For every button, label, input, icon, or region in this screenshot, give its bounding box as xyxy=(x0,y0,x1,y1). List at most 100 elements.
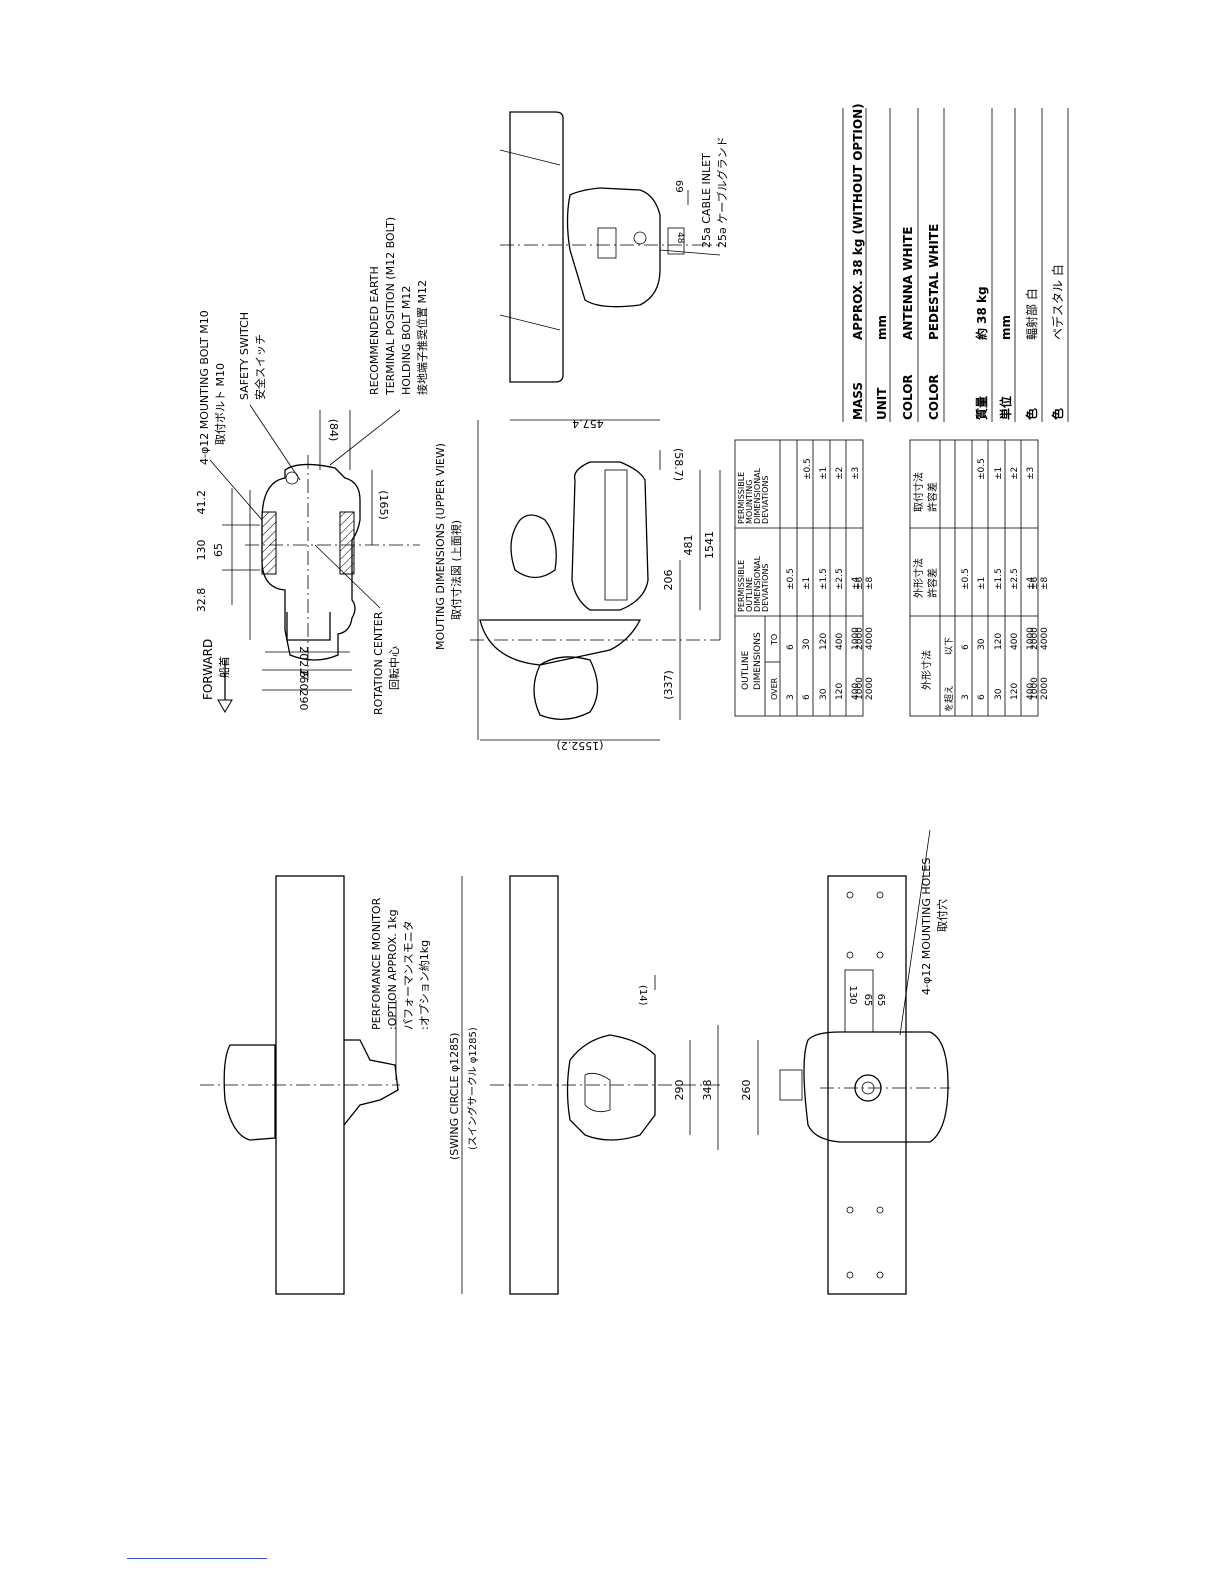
tolerance-table-jp: 外形寸法 を超え 以下 外形寸法 許容差 取付寸法 許容差 3 6 ±0.5 6… xyxy=(909,439,1050,717)
en-h-perm-mount-4: DEVIATIONS xyxy=(761,475,770,524)
en-row-over: 2000 xyxy=(865,677,875,700)
dim-1541: 1541 xyxy=(703,531,716,559)
spec-label: 質量 xyxy=(974,396,989,420)
en-row-outline: ±2.5 xyxy=(835,568,845,590)
mounting-dims-title-jp: 取付寸法図 (上面視) xyxy=(449,520,463,620)
mounting-holes-label-jp: 取付穴 xyxy=(935,899,949,932)
en-h-over: OVER xyxy=(770,677,779,700)
en-mount-3: ±2 xyxy=(835,467,845,480)
jp-h-perm-outline-1: 外形寸法 xyxy=(912,558,925,598)
dim-260b: 260 xyxy=(740,1080,753,1101)
en-row-over: 30 xyxy=(819,688,829,700)
swing-circle-label: (SWING CIRCLE φ1285) xyxy=(448,1033,461,1160)
rotation-center-label-jp: 回転中心 xyxy=(388,646,401,690)
dim-1552-2: (1552.2) xyxy=(556,739,603,752)
front-view: 69 48 25a CABLE INLET 25ə ケーブルグランド xyxy=(499,111,729,383)
mounting-dims-title: MOUTING DIMENSIONS (UPPER VIEW) xyxy=(434,443,447,650)
jp-row-over: 3 xyxy=(961,694,971,700)
en-row-to: 120 xyxy=(819,633,829,650)
cable-inlet-label-jp: 25ə ケーブルグランド xyxy=(715,136,729,248)
cable-inlet-label: 25a CABLE INLET xyxy=(700,153,713,248)
jp-row-over: 1000 xyxy=(1030,677,1040,700)
spec-value: PEDESTAL WHITE xyxy=(927,224,941,340)
dim-14: (14) xyxy=(637,985,648,1006)
en-row-outline: ±8 xyxy=(865,576,875,590)
perf-monitor-label-jp2: :オプション約1kg xyxy=(417,940,431,1030)
jp-row-to: 2000 xyxy=(1030,627,1040,650)
jp-row-to: 30 xyxy=(977,638,987,650)
dim-337: (337) xyxy=(662,670,675,700)
spec-label: 単位 xyxy=(998,396,1013,420)
spec-value: mm xyxy=(875,315,889,340)
dim-58-7: (58.7) xyxy=(672,448,685,481)
en-row-to: 30 xyxy=(802,638,812,650)
en-row-over: 120 xyxy=(835,683,845,700)
dim-69: 69 xyxy=(673,180,684,193)
en-row-to: 6 xyxy=(786,644,796,650)
mounting-bolt-label-jp: 取付ボルト M10 xyxy=(214,363,227,445)
spec-value: 約 38 kg xyxy=(974,286,989,340)
jp-h-over: を超え xyxy=(943,685,955,712)
mounting-holes-label: 4-φ12 MOUNTING HOLES xyxy=(920,858,933,995)
en-h-perm-mount-2: MOUNTING xyxy=(745,480,754,524)
jp-row-over: 30 xyxy=(994,688,1004,700)
jp-mount-2: ±1 xyxy=(994,467,1004,480)
jp-h-perm-mount-1: 取付寸法 xyxy=(912,472,925,512)
dim-348: 348 xyxy=(701,1080,714,1101)
en-mount-4: ±3 xyxy=(851,467,861,480)
dim-65: 65 xyxy=(212,543,225,557)
antenna-views: PERFOMANCE MONITOR :OPTION APPROX. 1kg パ… xyxy=(200,829,950,1295)
en-row-outline: ±4 xyxy=(851,576,861,590)
spec-table: MASS APPROX. 38 kg (WITHOUT OPTION) UNIT… xyxy=(842,103,1069,422)
safety-switch-label: SAFETY SWITCH xyxy=(238,312,251,400)
en-row-outline: ±1 xyxy=(802,577,812,590)
jp-row-outline: ±2.5 xyxy=(1010,568,1020,590)
tolerance-table-en: OUTLINE DIMENSIONS OVER TO PERMISSIBLE O… xyxy=(734,439,875,717)
jp-h-outline: 外形寸法 xyxy=(920,650,933,690)
perf-monitor-label-2: :OPTION APPROX. 1kg xyxy=(386,909,399,1030)
earth-label-1: RECOMMENDED EARTH xyxy=(368,266,381,395)
jp-row-over: 400 xyxy=(1026,683,1036,700)
jp-row-to: 1000 xyxy=(1026,627,1036,650)
spec-label: MASS xyxy=(851,382,865,420)
mounting-bolt-label: 4-φ12 MOUNTING BOLT M10 xyxy=(198,310,211,465)
jp-h-perm-mount-2: 許容差 xyxy=(926,482,939,512)
en-h-perm-mount-1: PERMISSIBLE xyxy=(737,472,746,524)
spec-value: mm xyxy=(999,315,1013,340)
jp-row-outline: ±1 xyxy=(977,577,987,590)
en-h-perm-outline-4: DEVIATIONS xyxy=(761,563,770,612)
dim-481: 481 xyxy=(682,535,695,556)
forward-arrow-icon xyxy=(217,660,233,713)
jp-row-to: 400 xyxy=(1010,633,1020,650)
en-row-to: 2000 xyxy=(855,627,865,650)
en-row-over: 6 xyxy=(802,694,812,700)
en-h-perm-outline-1: PERMISSIBLE xyxy=(737,560,746,612)
side-view: 457.4 (58.7) 481 206 1541 (337) (1552.2) xyxy=(470,417,721,752)
earth-label-jp: 接地端子推奨位置 M12 xyxy=(415,280,429,395)
dim-84: (84) xyxy=(327,419,340,442)
dim-206: 206 xyxy=(662,570,675,591)
jp-row-outline: ±4 xyxy=(1026,576,1036,590)
jp-row-over: 2000 xyxy=(1040,677,1050,700)
perf-monitor-label-jp1: パフォーマンスモニタ xyxy=(402,920,415,1030)
en-row-outline: ±1.5 xyxy=(819,568,829,590)
spec-label: UNIT xyxy=(875,387,889,420)
spec-value: ペデスタル 白 xyxy=(1050,264,1065,340)
en-row-outline: ±6 xyxy=(855,576,865,590)
en-h-perm-outline-2: OUTLINE xyxy=(745,577,754,612)
jp-mount-3: ±2 xyxy=(1010,467,1020,480)
forward-label: FORWARD xyxy=(201,639,215,700)
en-row-outline: ±0.5 xyxy=(786,568,796,590)
swing-circle-label-jp: (スイングサークル φ1285) xyxy=(466,1027,479,1150)
jp-row-over: 120 xyxy=(1010,683,1020,700)
spec-value: 輻射部 白 xyxy=(1024,288,1039,340)
dim-65c: 65 xyxy=(875,994,886,1007)
en-row-over: 1000 xyxy=(855,677,865,700)
en-h-outline-2: DIMENSIONS xyxy=(753,632,763,690)
jp-row-to: 6 xyxy=(961,644,971,650)
mounting-view: FORWARD 船首 41.2 130 65 32.8 202.6 260 29… xyxy=(195,217,463,715)
en-h-to: TO xyxy=(770,634,779,646)
jp-row-outline: ±8 xyxy=(1040,576,1050,590)
dim-32-8: 32.8 xyxy=(195,588,208,613)
